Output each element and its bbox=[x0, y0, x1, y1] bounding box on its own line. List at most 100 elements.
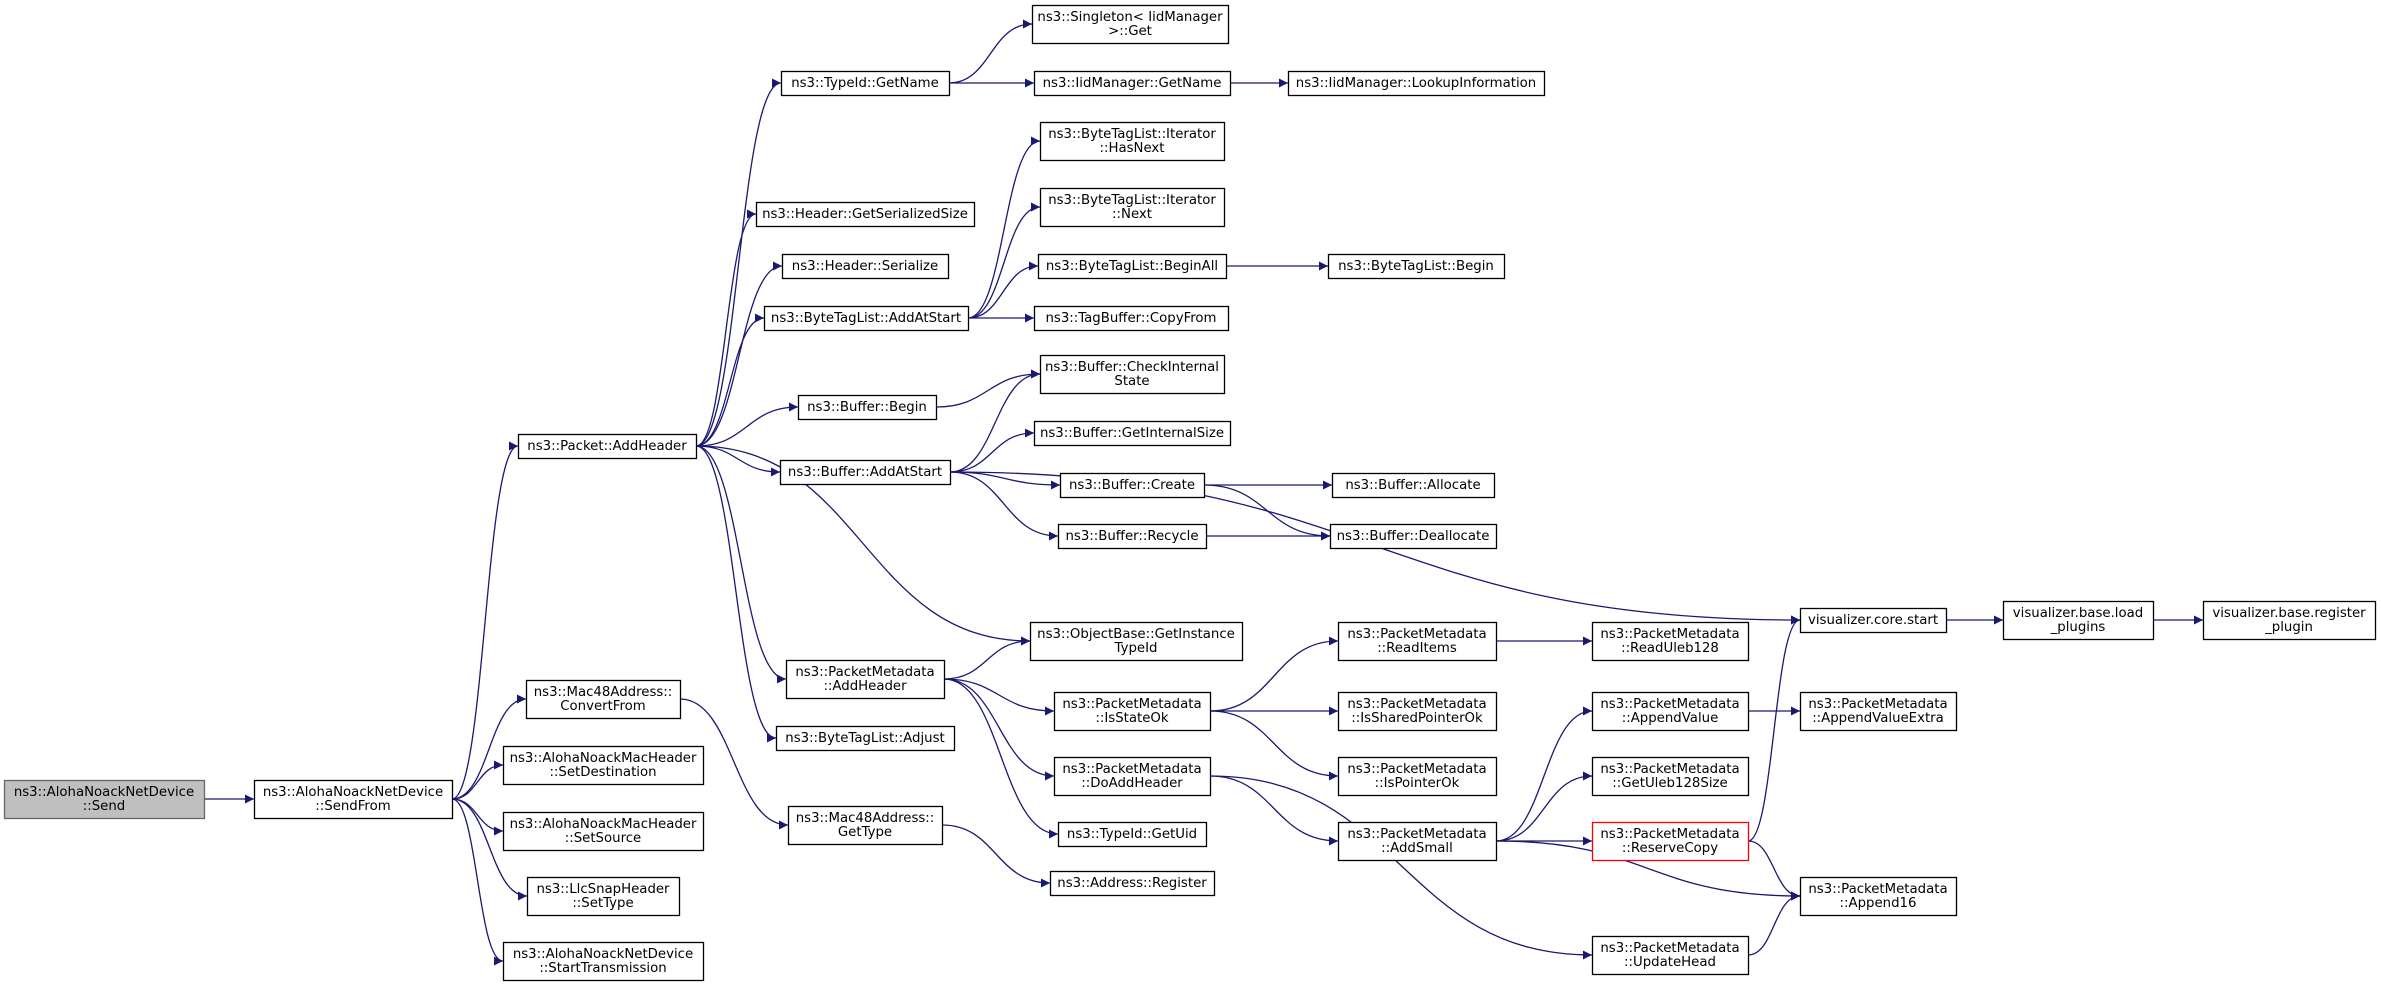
node-box bbox=[1331, 472, 1496, 499]
node-label: _plugin bbox=[2264, 620, 2313, 635]
node-reservecopy[interactable]: ns3::PacketMetadata::ReserveCopy bbox=[1591, 821, 1750, 862]
node-addsmall[interactable]: ns3::PacketMetadata::AddSmall bbox=[1337, 821, 1498, 862]
node-addressregister[interactable]: ns3::Address::Register bbox=[1049, 870, 1216, 897]
node-box bbox=[1053, 691, 1212, 732]
node-typeidgetname[interactable]: ns3::TypeId::GetName bbox=[780, 70, 951, 97]
node-readitems[interactable]: ns3::PacketMetadata::ReadItems bbox=[1337, 621, 1498, 662]
node-getinternalsize[interactable]: ns3::Buffer::GetInternalSize bbox=[1033, 420, 1232, 447]
node-append16[interactable]: ns3::PacketMetadata::Append16 bbox=[1799, 876, 1958, 917]
call-edge-updatehead-to-append16 bbox=[1747, 891, 1801, 956]
node-bufferallocate[interactable]: ns3::Buffer::Allocate bbox=[1331, 472, 1496, 499]
node-box bbox=[775, 725, 956, 752]
node-setsource[interactable]: ns3::AlohaNoackMacHeader::SetSource bbox=[502, 811, 705, 852]
node-bufferaddatstart[interactable]: ns3::Buffer::AddAtStart bbox=[779, 459, 952, 486]
node-label: ns3::Mac48Address:: bbox=[534, 685, 673, 700]
node-box bbox=[502, 745, 705, 786]
node-label: ns3::PacketMetadata bbox=[1600, 941, 1739, 956]
node-label: ns3::TypeId::GetUid bbox=[1067, 827, 1197, 842]
node-label: ns3::Buffer::Create bbox=[1069, 478, 1195, 493]
node-label: ns3::PacketMetadata bbox=[1600, 627, 1739, 642]
call-edge-isstateok-to-ispointerok bbox=[1209, 710, 1339, 781]
node-pmaddheader[interactable]: ns3::PacketMetadata::AddHeader bbox=[785, 659, 946, 700]
node-appendvalueextra[interactable]: ns3::PacketMetadata::AppendValueExtra bbox=[1799, 691, 1958, 732]
node-starttx[interactable]: ns3::AlohaNoackNetDevice::StartTransmiss… bbox=[502, 941, 705, 982]
node-label: ns3::ByteTagList::Begin bbox=[1338, 259, 1494, 274]
node-box bbox=[1039, 187, 1226, 228]
node-btladdatstart[interactable]: ns3::ByteTagList::AddAtStart bbox=[763, 305, 970, 332]
call-edge-bufferaddatstart-to-checkinternalstate bbox=[949, 369, 1041, 473]
node-label: ::AddHeader bbox=[823, 679, 907, 694]
node-iidgetname[interactable]: ns3::IidManager::GetName bbox=[1033, 70, 1232, 97]
node-doaddheader[interactable]: ns3::PacketMetadata::DoAddHeader bbox=[1053, 756, 1212, 797]
node-appendvalue[interactable]: ns3::PacketMetadata::AppendValue bbox=[1591, 691, 1750, 732]
node-convertfrom[interactable]: ns3::Mac48Address::ConvertFrom bbox=[525, 679, 682, 720]
node-bufferdeallocate[interactable]: ns3::Buffer::Deallocate bbox=[1329, 523, 1498, 550]
node-tagbuffercopyfrom[interactable]: ns3::TagBuffer::CopyFrom bbox=[1033, 305, 1230, 332]
node-registerplugin[interactable]: visualizer.base.register_plugin bbox=[2202, 600, 2377, 641]
node-isstateok[interactable]: ns3::PacketMetadata::IsStateOk bbox=[1053, 691, 1212, 732]
node-bufferbegin[interactable]: ns3::Buffer::Begin bbox=[797, 394, 938, 421]
node-box bbox=[1039, 121, 1226, 162]
node-label: GetType bbox=[838, 825, 892, 840]
node-label: ns3::Buffer::Begin bbox=[807, 400, 927, 415]
node-readuleb128[interactable]: ns3::PacketMetadata::ReadUleb128 bbox=[1591, 621, 1750, 662]
node-box bbox=[2002, 600, 2155, 641]
node-label: ::IsStateOk bbox=[1095, 711, 1168, 726]
node-label: ::Append16 bbox=[1840, 896, 1917, 911]
node-label: ns3::Singleton< IidManager bbox=[1037, 10, 1223, 25]
call-edge-addsmall-to-getuleb128size bbox=[1495, 771, 1593, 842]
node-mac48gettype[interactable]: ns3::Mac48Address::GetType bbox=[787, 805, 944, 846]
node-label: ns3::ObjectBase::GetInstance bbox=[1037, 627, 1235, 642]
call-edge-sendfrom-to-setdest bbox=[451, 760, 504, 800]
node-corestart[interactable]: visualizer.core.start bbox=[1799, 607, 1948, 634]
node-btlitnext[interactable]: ns3::ByteTagList::Iterator::Next bbox=[1039, 187, 1226, 228]
node-loadplugins[interactable]: visualizer.base.load_plugins bbox=[2002, 600, 2155, 641]
node-label: ::ReadUleb128 bbox=[1621, 641, 1719, 656]
node-label: ::StartTransmission bbox=[539, 961, 666, 976]
node-box bbox=[781, 253, 950, 280]
node-box bbox=[1327, 253, 1506, 280]
node-btlithasnext[interactable]: ns3::ByteTagList::Iterator::HasNext bbox=[1039, 121, 1226, 162]
call-edge-btladdatstart-to-btlbeginall bbox=[967, 261, 1039, 319]
node-box bbox=[502, 811, 705, 852]
call-edge-reservecopy-to-corestart bbox=[1747, 615, 1801, 842]
node-setdest[interactable]: ns3::AlohaNoackMacHeader::SetDestination bbox=[502, 745, 705, 786]
node-label: ns3::PacketMetadata bbox=[1347, 827, 1486, 842]
call-edge-addheader-to-getinstancetypeid bbox=[695, 445, 1031, 646]
node-headerserialize[interactable]: ns3::Header::Serialize bbox=[781, 253, 950, 280]
node-updatehead[interactable]: ns3::PacketMetadata::UpdateHead bbox=[1591, 935, 1750, 976]
node-label: ::AddSmall bbox=[1381, 841, 1453, 856]
node-label: ::HasNext bbox=[1099, 141, 1164, 156]
node-btladjust[interactable]: ns3::ByteTagList::Adjust bbox=[775, 725, 956, 752]
node-typeidgetuid[interactable]: ns3::TypeId::GetUid bbox=[1057, 821, 1208, 848]
node-bufferrecycle[interactable]: ns3::Buffer::Recycle bbox=[1057, 523, 1208, 550]
node-box bbox=[1057, 821, 1208, 848]
node-iidlookup[interactable]: ns3::IidManager::LookupInformation bbox=[1287, 70, 1546, 97]
node-getserializedsize[interactable]: ns3::Header::GetSerializedSize bbox=[755, 201, 976, 228]
node-getuleb128size[interactable]: ns3::PacketMetadata::GetUleb128Size bbox=[1591, 756, 1750, 797]
node-send[interactable]: ns3::AlohaNoackNetDevice::Send bbox=[3, 779, 206, 820]
call-edge-btladdatstart-to-btlitnext bbox=[967, 202, 1041, 319]
node-addheader[interactable]: ns3::Packet::AddHeader bbox=[517, 433, 698, 460]
node-label: TypeId bbox=[1114, 641, 1158, 656]
node-issharedpointerok[interactable]: ns3::PacketMetadata::IsSharedPointerOk bbox=[1337, 691, 1498, 732]
node-label: ::ReadItems bbox=[1377, 641, 1457, 656]
node-box bbox=[253, 779, 454, 820]
node-llcsettype[interactable]: ns3::LlcSnapHeader::SetType bbox=[526, 876, 681, 917]
node-label: >::Get bbox=[1108, 24, 1152, 39]
node-ispointerok[interactable]: ns3::PacketMetadata::IsPointerOk bbox=[1337, 756, 1498, 797]
node-singletonget[interactable]: ns3::Singleton< IidManager>::Get bbox=[1031, 4, 1230, 45]
node-btlbeginall[interactable]: ns3::ByteTagList::BeginAll bbox=[1037, 253, 1228, 280]
node-btlbegin[interactable]: ns3::ByteTagList::Begin bbox=[1327, 253, 1506, 280]
node-sendfrom[interactable]: ns3::AlohaNoackNetDevice::SendFrom bbox=[253, 779, 454, 820]
node-label: ns3::Buffer::GetInternalSize bbox=[1040, 426, 1224, 441]
call-edge-pmaddheader-to-isstateok bbox=[943, 678, 1055, 716]
call-edge-buffercreate-to-bufferdeallocate bbox=[1203, 484, 1331, 541]
node-buffercreate[interactable]: ns3::Buffer::Create bbox=[1059, 472, 1206, 499]
call-edge-addheader-to-btladjust bbox=[695, 445, 777, 743]
call-edge-convertfrom-to-mac48gettype bbox=[679, 698, 789, 830]
node-label: ConvertFrom bbox=[560, 699, 646, 714]
node-label: ns3::Address::Register bbox=[1057, 876, 1207, 891]
